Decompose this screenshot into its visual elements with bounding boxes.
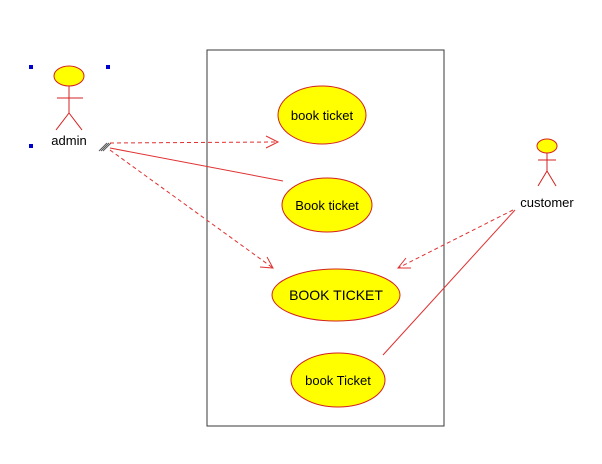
actor-head	[536, 138, 558, 154]
arrowhead	[259, 256, 274, 269]
use-case-book-ticket-4[interactable]: book Ticket	[290, 352, 386, 408]
relation-admin-usecase1[interactable]	[109, 135, 280, 149]
use-case-ellipse	[271, 268, 401, 322]
use-case-label: book ticket	[291, 108, 354, 123]
use-case-book-ticket-1[interactable]: book ticket	[277, 85, 367, 145]
arrowhead	[396, 257, 411, 269]
use-case-ellipse	[277, 85, 367, 145]
arrowhead	[265, 135, 280, 149]
use-case-label: Book ticket	[295, 198, 359, 213]
customer-label: customer	[520, 195, 574, 210]
selection-handles[interactable]	[29, 65, 110, 148]
actor-leg-left	[537, 170, 548, 187]
use-case-book-ticket-3[interactable]: BOOK TICKET	[271, 268, 401, 322]
resize-grip-icon[interactable]	[98, 142, 112, 152]
customer-actor[interactable]: customer	[520, 138, 574, 210]
use-case-ellipse	[290, 352, 386, 408]
selection-handle[interactable]	[106, 65, 110, 69]
selection-handle[interactable]	[29, 144, 33, 148]
relation-admin-usecase3[interactable]	[109, 149, 274, 269]
system-boundary[interactable]	[206, 49, 445, 427]
actor-leg-right	[68, 112, 83, 131]
use-case-label: BOOK TICKET	[289, 287, 383, 303]
actor-head	[53, 65, 85, 87]
use-case-label: book Ticket	[305, 373, 371, 388]
actor-leg-left	[55, 112, 70, 131]
actor-leg-right	[546, 170, 557, 187]
relation-admin-usecase2[interactable]	[109, 147, 284, 182]
relations	[109, 135, 516, 356]
relation-customer-usecase4[interactable]	[382, 209, 516, 356]
admin-label: admin	[51, 133, 86, 148]
use-case-ellipse	[281, 177, 373, 233]
selection-handle[interactable]	[29, 65, 33, 69]
relation-customer-usecase3[interactable]	[396, 209, 514, 269]
use-case-book-ticket-2[interactable]: Book ticket	[281, 177, 373, 233]
admin-actor[interactable]: admin	[51, 65, 87, 148]
